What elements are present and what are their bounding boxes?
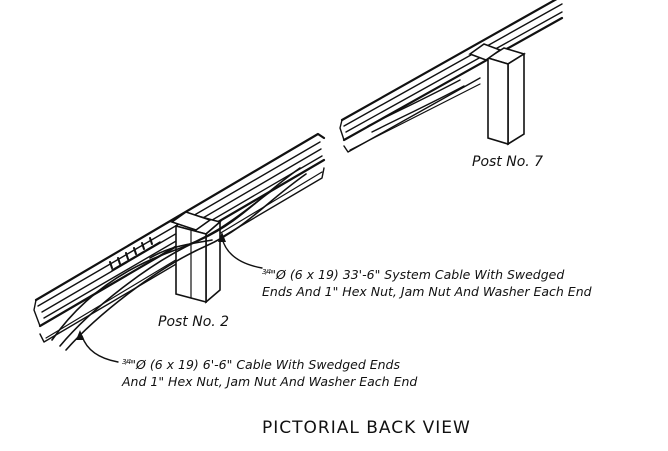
short-cable-spec: "Ø (6 x 19) 6'-6" Cable With Swedged End… [130, 357, 401, 372]
blockouts [170, 43, 502, 231]
post-7-label: Post No. 7 [472, 154, 544, 170]
short-cable-fraction: 3/4 [122, 358, 131, 366]
post-2-label: Post No. 2 [158, 314, 230, 330]
system-cable-spec: "Ø (6 x 19) 33'-6" System Cable With Swe… [270, 267, 565, 282]
system-cable-fraction: 3/4 [262, 268, 271, 276]
system-cable-callout: 3/4"Ø (6 x 19) 33'-6" System Cable With … [262, 264, 592, 300]
cables [51, 79, 465, 351]
post-7 [486, 47, 526, 146]
system-cable-line-2: Ends And 1" Hex Nut, Jam Nut And Washer … [262, 284, 592, 299]
bolt-slots [109, 237, 161, 271]
system-cable-line-1: 3/4"Ø (6 x 19) 33'-6" System Cable With … [262, 264, 592, 283]
leader-lines [76, 232, 263, 363]
rail-segment-right [339, 0, 564, 153]
short-cable-line-2: And 1" Hex Nut, Jam Nut And Washer Each … [122, 374, 418, 389]
short-cable-line-1: 3/4"Ø (6 x 19) 6'-6" Cable With Swedged … [122, 354, 417, 373]
view-title: PICTORIAL BACK VIEW [262, 418, 471, 438]
short-cable-callout: 3/4"Ø (6 x 19) 6'-6" Cable With Swedged … [122, 354, 417, 390]
